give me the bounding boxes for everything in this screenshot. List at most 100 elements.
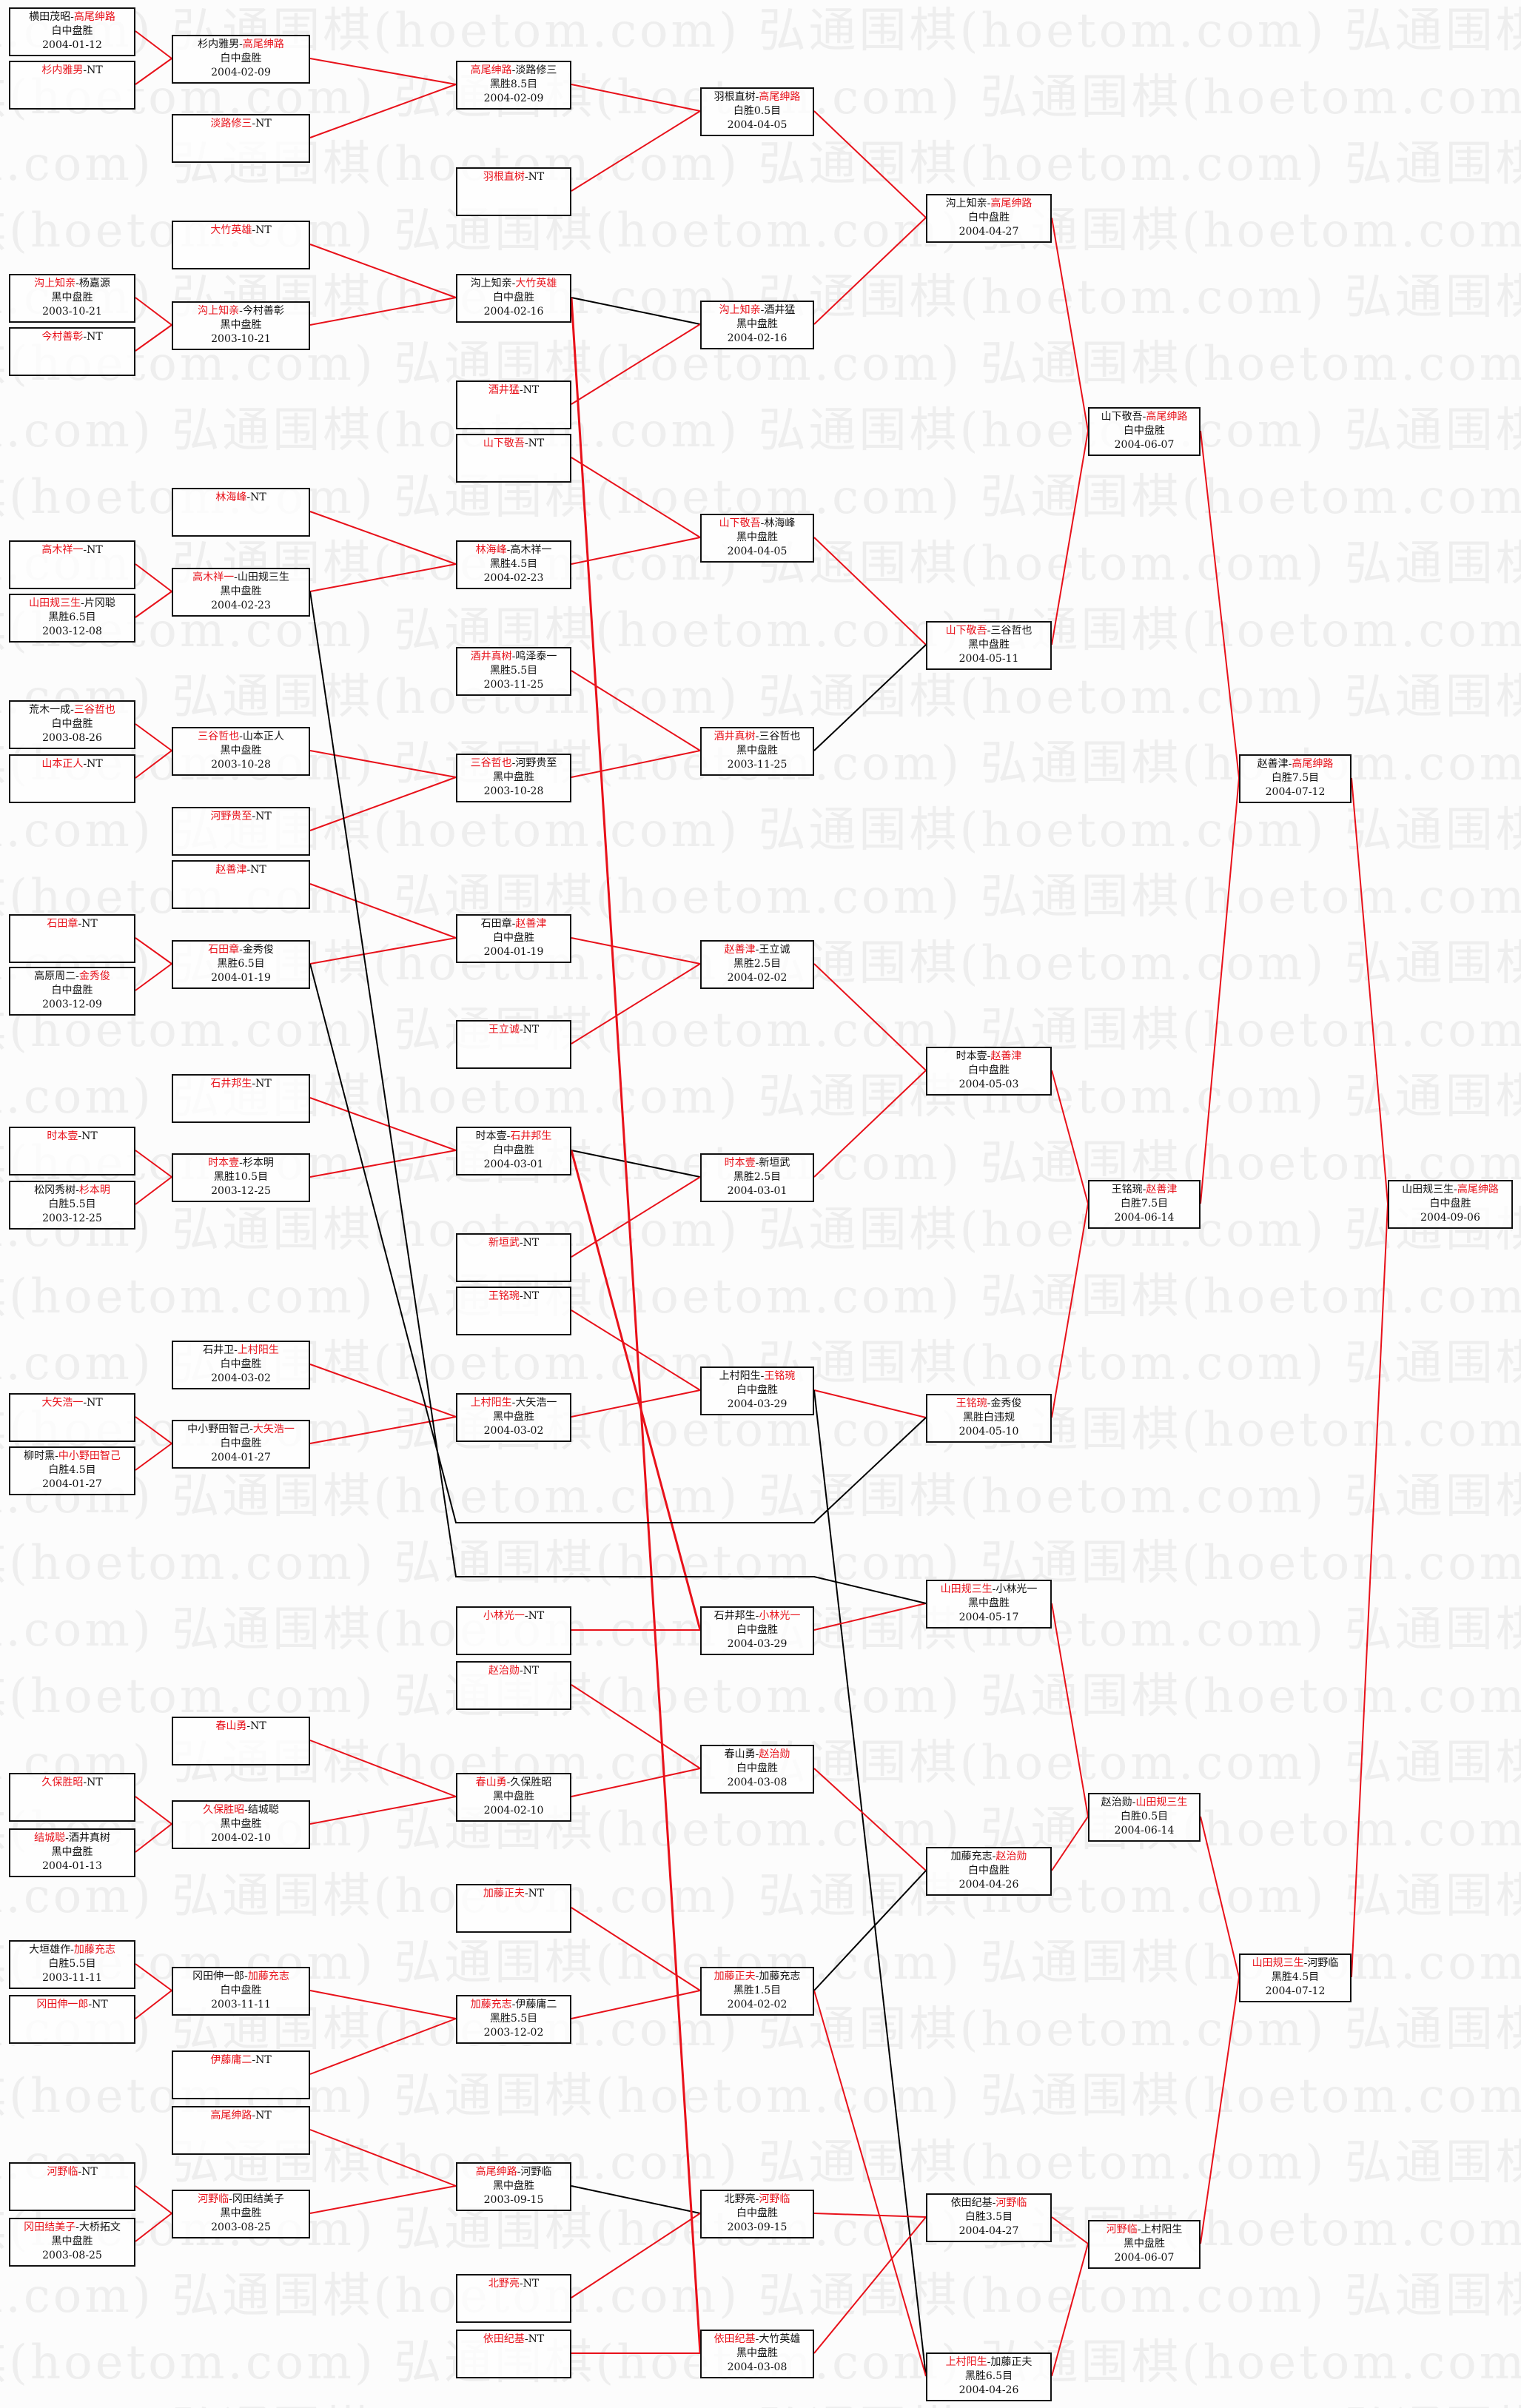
match-box[interactable]: 春山勇-NT <box>172 1717 310 1765</box>
match-box[interactable]: 新垣武-NT <box>456 1233 571 1282</box>
match-result: 黑胜4.5目 <box>489 558 538 570</box>
match-box[interactable]: 河野临-NT <box>9 2162 135 2211</box>
match-box[interactable]: 小林光一-NT <box>456 1606 571 1655</box>
match-box[interactable]: 高木祥一-NT <box>9 540 135 589</box>
match-box[interactable]: 冈田伸一郎-NT <box>9 1995 135 2044</box>
match-box[interactable]: 赵治勋-NT <box>456 1661 571 1710</box>
match-players: 大垣雄作-加藤充志 <box>10 1943 134 1957</box>
match-box[interactable]: 大矢浩一-NT <box>9 1393 135 1442</box>
match-players: 冈田伸一郎-加藤充志 <box>173 1970 309 1984</box>
match-box[interactable]: 羽根直树-NT <box>456 167 571 216</box>
match-box[interactable]: 依田纪基-NT <box>456 2330 571 2378</box>
winner-connector <box>135 1796 172 1825</box>
match-box[interactable]: 杉内雅男-NT <box>9 61 135 110</box>
match-box[interactable]: 北野亮-NT <box>456 2274 571 2323</box>
match-box[interactable]: 河野贵至-NT <box>172 807 310 856</box>
match-box[interactable]: 时本壹-NT <box>9 1127 135 1176</box>
match-box[interactable]: 山下敬吾-NT <box>456 434 571 483</box>
winner-connector <box>309 1097 457 1151</box>
match-box[interactable]: 酒井猛-NT <box>456 380 571 429</box>
match-box[interactable]: 大竹英雄-NT <box>172 221 310 269</box>
match-players: 河野贵至-NT <box>173 810 309 824</box>
match-box[interactable]: 石井邦生-NT <box>172 1074 310 1123</box>
match-box[interactable]: 高尾绅路-NT <box>172 2106 310 2155</box>
match-box[interactable]: 今村善彰-NT <box>9 327 135 376</box>
match-box[interactable]: 山本正人-NT <box>9 754 135 803</box>
match-box[interactable]: 久保胜昭-NT <box>9 1773 135 1822</box>
match-box[interactable]: 加藤正夫-NT <box>456 1884 571 1933</box>
match-result: 白中盘胜 <box>493 932 534 944</box>
match-box[interactable]: 赵善津-NT <box>172 860 310 909</box>
match-box[interactable]: 林海峰-NT <box>172 488 310 537</box>
match-box[interactable]: 王立诚-NT <box>456 1020 571 1069</box>
player-1: 春山勇 <box>215 1720 247 1732</box>
match-players: 大矢浩一-NT <box>10 1396 134 1410</box>
match-box[interactable]: 石田章-NT <box>9 914 135 963</box>
match-box[interactable]: 王铭琬-NT <box>456 1287 571 1335</box>
match-box[interactable]: 淡路修三-NT <box>172 114 310 163</box>
match-box[interactable]: 伊藤庸二-NT <box>172 2050 310 2099</box>
winner-connector <box>309 563 457 592</box>
player-2: NT <box>250 864 266 876</box>
